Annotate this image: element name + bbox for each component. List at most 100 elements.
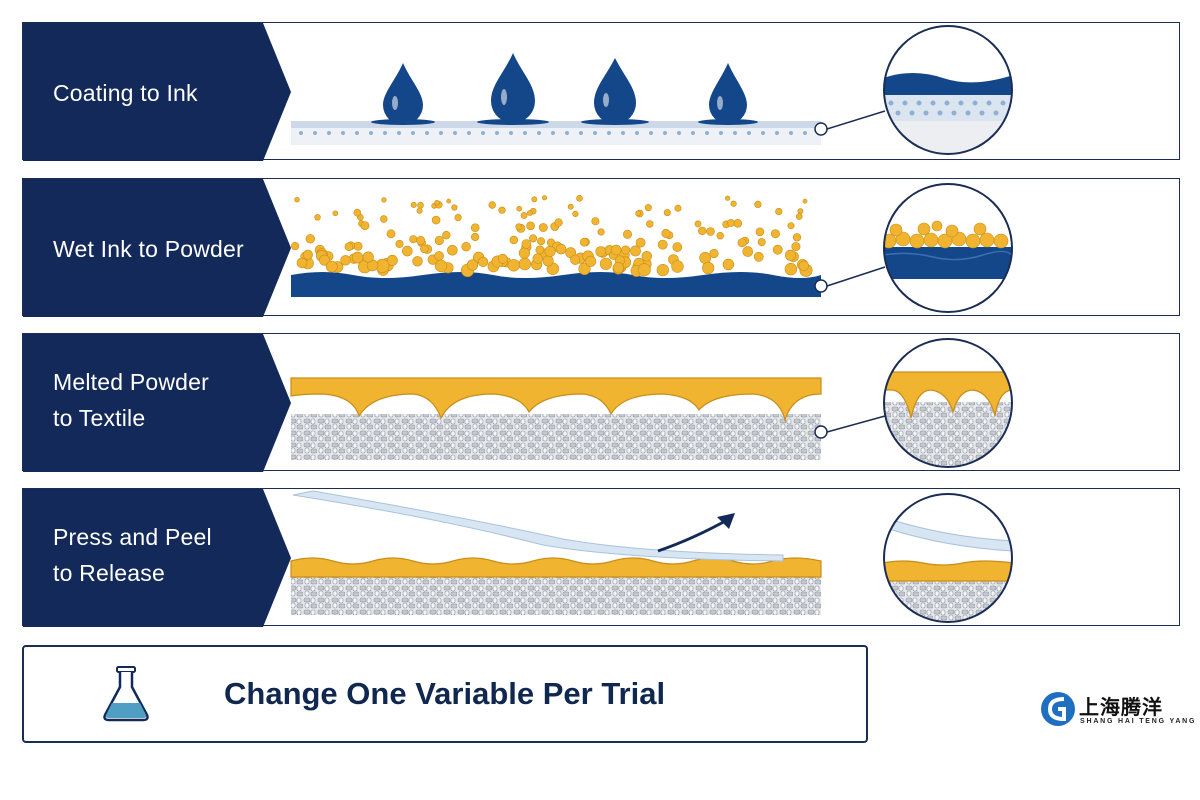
powder-particle xyxy=(386,229,396,239)
powder-particle xyxy=(637,263,651,277)
powder-particle xyxy=(656,263,669,277)
coating-dots xyxy=(299,131,807,135)
step-2-label-banner xyxy=(23,179,291,317)
powder-particle xyxy=(509,235,518,245)
powder-particle xyxy=(612,262,625,274)
powder-particle xyxy=(434,251,444,261)
powder-particle xyxy=(412,256,423,267)
step-1-label: Coating to Ink xyxy=(53,75,283,111)
footer-banner: Change One Variable Per Trial xyxy=(22,645,868,743)
powder-particle xyxy=(554,218,563,227)
powder-particle xyxy=(520,212,528,219)
powder-particle xyxy=(488,201,496,209)
step-1-illustration xyxy=(23,23,1013,161)
powder-particle xyxy=(772,244,783,255)
powder-particle xyxy=(294,197,300,203)
powder-particle xyxy=(722,258,735,271)
powder-particle xyxy=(585,255,597,267)
step-3-label-line-2: to Textile xyxy=(53,405,146,431)
powder-particle xyxy=(674,204,682,212)
step-1-zoom-circle xyxy=(883,25,1013,155)
powder-particle xyxy=(434,259,448,273)
powder-particle xyxy=(784,249,796,261)
powder-particle xyxy=(409,235,418,244)
powder-particle xyxy=(461,241,471,252)
powder-particle xyxy=(576,194,583,202)
powder-particle xyxy=(302,249,313,260)
step-wet-ink-to-powder: Wet Ink to Powder xyxy=(22,178,1180,317)
powder-particle xyxy=(657,239,668,250)
powder-particle xyxy=(635,210,642,217)
powder-particle xyxy=(537,237,546,246)
powder-particle xyxy=(784,262,798,276)
powder-particle xyxy=(595,246,607,257)
powder-particle xyxy=(386,254,398,266)
powder-particle xyxy=(381,197,387,203)
powder-particle xyxy=(431,215,441,225)
powder-particle xyxy=(635,237,646,248)
step-press-and-peel: Press and Peel to Release xyxy=(22,488,1180,627)
powder-particle xyxy=(791,242,801,252)
powder-particle xyxy=(401,245,413,257)
powder-particle xyxy=(434,235,444,246)
step-3-zoom-circle xyxy=(883,338,1013,468)
powder-particle xyxy=(521,239,532,249)
powder-particle xyxy=(416,235,426,245)
powder-particle xyxy=(702,261,715,275)
powder-particle xyxy=(466,259,479,271)
powder-particle xyxy=(599,257,613,270)
powder-particle xyxy=(529,234,538,243)
powder-particle xyxy=(535,245,545,255)
powder-particle xyxy=(755,227,765,237)
powder-particle xyxy=(544,245,556,257)
powder-particle xyxy=(305,234,315,244)
wet-ink-layer xyxy=(291,272,821,297)
powder-particle xyxy=(597,228,605,236)
powder-particle xyxy=(296,257,308,269)
step-3-label: Melted Powder to Textile xyxy=(53,364,283,436)
powder-particle xyxy=(622,229,632,239)
powder-particle xyxy=(526,210,533,216)
powder-particle xyxy=(417,201,424,209)
powder-particle xyxy=(516,205,523,212)
textile-layer xyxy=(291,414,821,460)
step-2-illustration xyxy=(23,179,1013,317)
powder-particle xyxy=(699,252,712,264)
powder-particle xyxy=(770,229,780,239)
step-1-label-line-1: Coating to Ink xyxy=(53,80,198,106)
logo-name: 上海腾洋 xyxy=(1079,695,1163,719)
powder-particle xyxy=(578,262,591,275)
powder-particle xyxy=(395,239,404,248)
powder-particle xyxy=(498,206,506,214)
peel-arrow xyxy=(657,517,730,553)
powder-particle xyxy=(410,201,417,208)
flask-icon xyxy=(103,666,149,722)
peeled-film xyxy=(292,490,784,562)
powder-particle xyxy=(314,214,321,221)
powder-particle xyxy=(709,248,719,259)
powder-particle xyxy=(531,196,538,203)
powder-particle xyxy=(446,198,452,204)
melted-powder-layer xyxy=(290,377,822,423)
powder-particle xyxy=(538,223,548,232)
powder-particle xyxy=(706,227,715,236)
powder-particle xyxy=(451,204,458,211)
step-4-illustration xyxy=(23,489,1013,627)
powder-particle xyxy=(671,260,684,273)
powder-particle xyxy=(730,200,737,207)
powder-particle xyxy=(380,215,388,223)
powder-particle xyxy=(697,226,707,236)
powder-particle xyxy=(716,231,724,240)
step-4-label-line-1: Press and Peel xyxy=(53,524,212,550)
powder-particle xyxy=(672,242,683,252)
powder-particle xyxy=(515,223,523,231)
step-coating-to-ink: Coating to Ink xyxy=(22,22,1180,161)
powder-particle xyxy=(630,245,641,257)
powder-particle xyxy=(291,241,300,251)
powder-particle xyxy=(344,242,354,251)
powder-particle xyxy=(351,251,364,264)
powder-particle xyxy=(532,253,543,264)
step-4-label-banner xyxy=(23,489,291,627)
powder-particle xyxy=(621,245,631,255)
powder-particle xyxy=(694,220,702,228)
